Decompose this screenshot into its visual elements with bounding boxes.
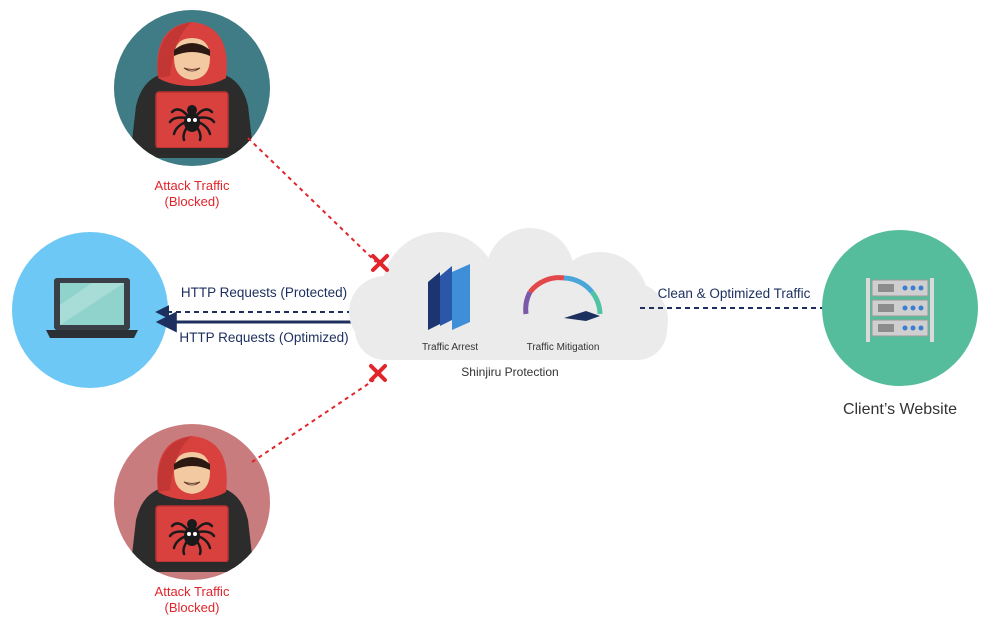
protection-cloud: Traffic Arrest Traffic Mitigation Shinji…	[349, 228, 668, 379]
request-label: HTTP Requests (Protected)	[181, 285, 347, 300]
bottom-attack-line	[251, 379, 375, 463]
client-device	[12, 232, 168, 388]
top-attack-line	[247, 137, 377, 263]
bottom-attack-label-line2: (Blocked)	[165, 600, 220, 615]
red-cross-icon	[371, 254, 389, 272]
top-attacker: Attack Traffic (Blocked)	[114, 10, 270, 209]
traffic-arrest-icon	[428, 264, 470, 330]
traffic-mitigation-label: Traffic Mitigation	[527, 342, 600, 353]
gauge-needle	[564, 311, 600, 321]
response-label: HTTP Requests (Optimized)	[179, 330, 348, 345]
bottom-attacker: Attack Traffic (Blocked)	[114, 424, 270, 615]
server-rack-icon	[866, 278, 934, 342]
traffic-arrest-label: Traffic Arrest	[422, 342, 478, 353]
speedometer-icon	[523, 275, 603, 315]
client-website: Client’s Website	[822, 230, 978, 418]
red-cross-icon	[369, 364, 387, 382]
top-attack-label-line2: (Blocked)	[165, 194, 220, 209]
bottom-attack-label-line1: Attack Traffic	[155, 584, 230, 599]
website-title: Client’s Website	[843, 401, 957, 418]
clean-traffic-label: Clean & Optimized Traffic	[658, 286, 811, 301]
top-attack-label-line1: Attack Traffic	[155, 178, 230, 193]
protection-title: Shinjiru Protection	[461, 365, 558, 379]
laptop-icon	[46, 278, 138, 338]
